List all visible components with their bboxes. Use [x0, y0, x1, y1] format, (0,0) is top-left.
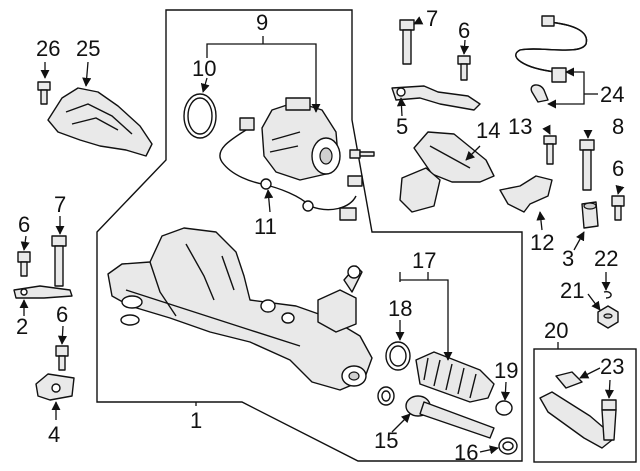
callout-13: 13	[508, 114, 532, 139]
callout-6-top: 6	[458, 18, 470, 43]
callout-5: 5	[396, 114, 408, 139]
bracket-5	[391, 85, 481, 111]
washer-small	[377, 386, 395, 406]
bolt-7-left	[51, 235, 67, 287]
ring-18	[385, 341, 411, 371]
boot-14	[399, 131, 495, 213]
callout-11: 11	[254, 214, 277, 239]
callout-4: 4	[48, 422, 60, 447]
callout-7-top: 7	[426, 6, 438, 31]
callout-labels: 26 25 9 10 11 7 6 5 14 24 13 8 6 12 3 22…	[16, 6, 624, 465]
steering-rack-assembly	[107, 227, 373, 391]
callout-17: 17	[412, 248, 436, 273]
bolt-8	[579, 139, 595, 191]
motor-unit	[261, 97, 341, 181]
bolt-6-left	[17, 251, 31, 277]
bushing-3	[581, 201, 599, 229]
callout-8: 8	[612, 114, 624, 139]
small-bushings	[260, 299, 295, 324]
clamp-16	[498, 437, 518, 455]
o-ring-10	[183, 93, 217, 139]
tie-rod-end-box	[533, 348, 637, 463]
callout-9: 9	[256, 10, 268, 35]
seal-23	[555, 371, 583, 389]
cotter-pin-22	[603, 290, 612, 299]
bracket-2	[13, 285, 73, 299]
bracket-12	[499, 175, 553, 213]
dust-boot-17	[415, 351, 495, 403]
bolt-6-top	[457, 55, 471, 81]
leader-lines	[19, 16, 625, 455]
callout-6-right: 6	[612, 156, 624, 181]
nut-21	[597, 305, 619, 329]
callout-24: 24	[600, 82, 624, 107]
callout-1: 1	[190, 408, 202, 433]
bolt-motor	[349, 149, 375, 159]
bracket-4	[35, 373, 75, 401]
callout-26: 26	[36, 36, 60, 61]
bolt-6-left-lower	[55, 345, 69, 371]
bolt-13	[543, 135, 557, 165]
callout-25: 25	[76, 36, 100, 61]
callout-19: 19	[494, 358, 518, 383]
callout-12: 12	[530, 230, 554, 255]
main-assembly-frame	[96, 9, 523, 462]
callout-10: 10	[192, 56, 216, 81]
clamp-19	[495, 400, 513, 416]
callout-22: 22	[594, 246, 618, 271]
bolt-26	[37, 81, 51, 105]
callout-18: 18	[388, 296, 412, 321]
tie-rod-end	[539, 391, 617, 449]
callout-2: 2	[16, 314, 28, 339]
bolt-7-top	[399, 19, 415, 65]
callout-20: 20	[544, 318, 568, 343]
tie-rod-15	[405, 395, 495, 439]
callout-14: 14	[476, 118, 500, 143]
bolt-6-right	[611, 195, 625, 221]
pipe-24	[515, 15, 588, 103]
callout-3: 3	[562, 246, 574, 271]
callout-21: 21	[560, 278, 584, 303]
callout-15: 15	[374, 428, 398, 453]
wiring-harness-11	[219, 117, 363, 221]
callout-6-left: 6	[18, 212, 30, 237]
callout-16: 16	[454, 440, 478, 465]
callout-23: 23	[600, 354, 624, 379]
callout-6-left-lower: 6	[56, 302, 68, 327]
callout-7-left: 7	[54, 192, 66, 217]
heat-shield-part	[47, 87, 153, 157]
